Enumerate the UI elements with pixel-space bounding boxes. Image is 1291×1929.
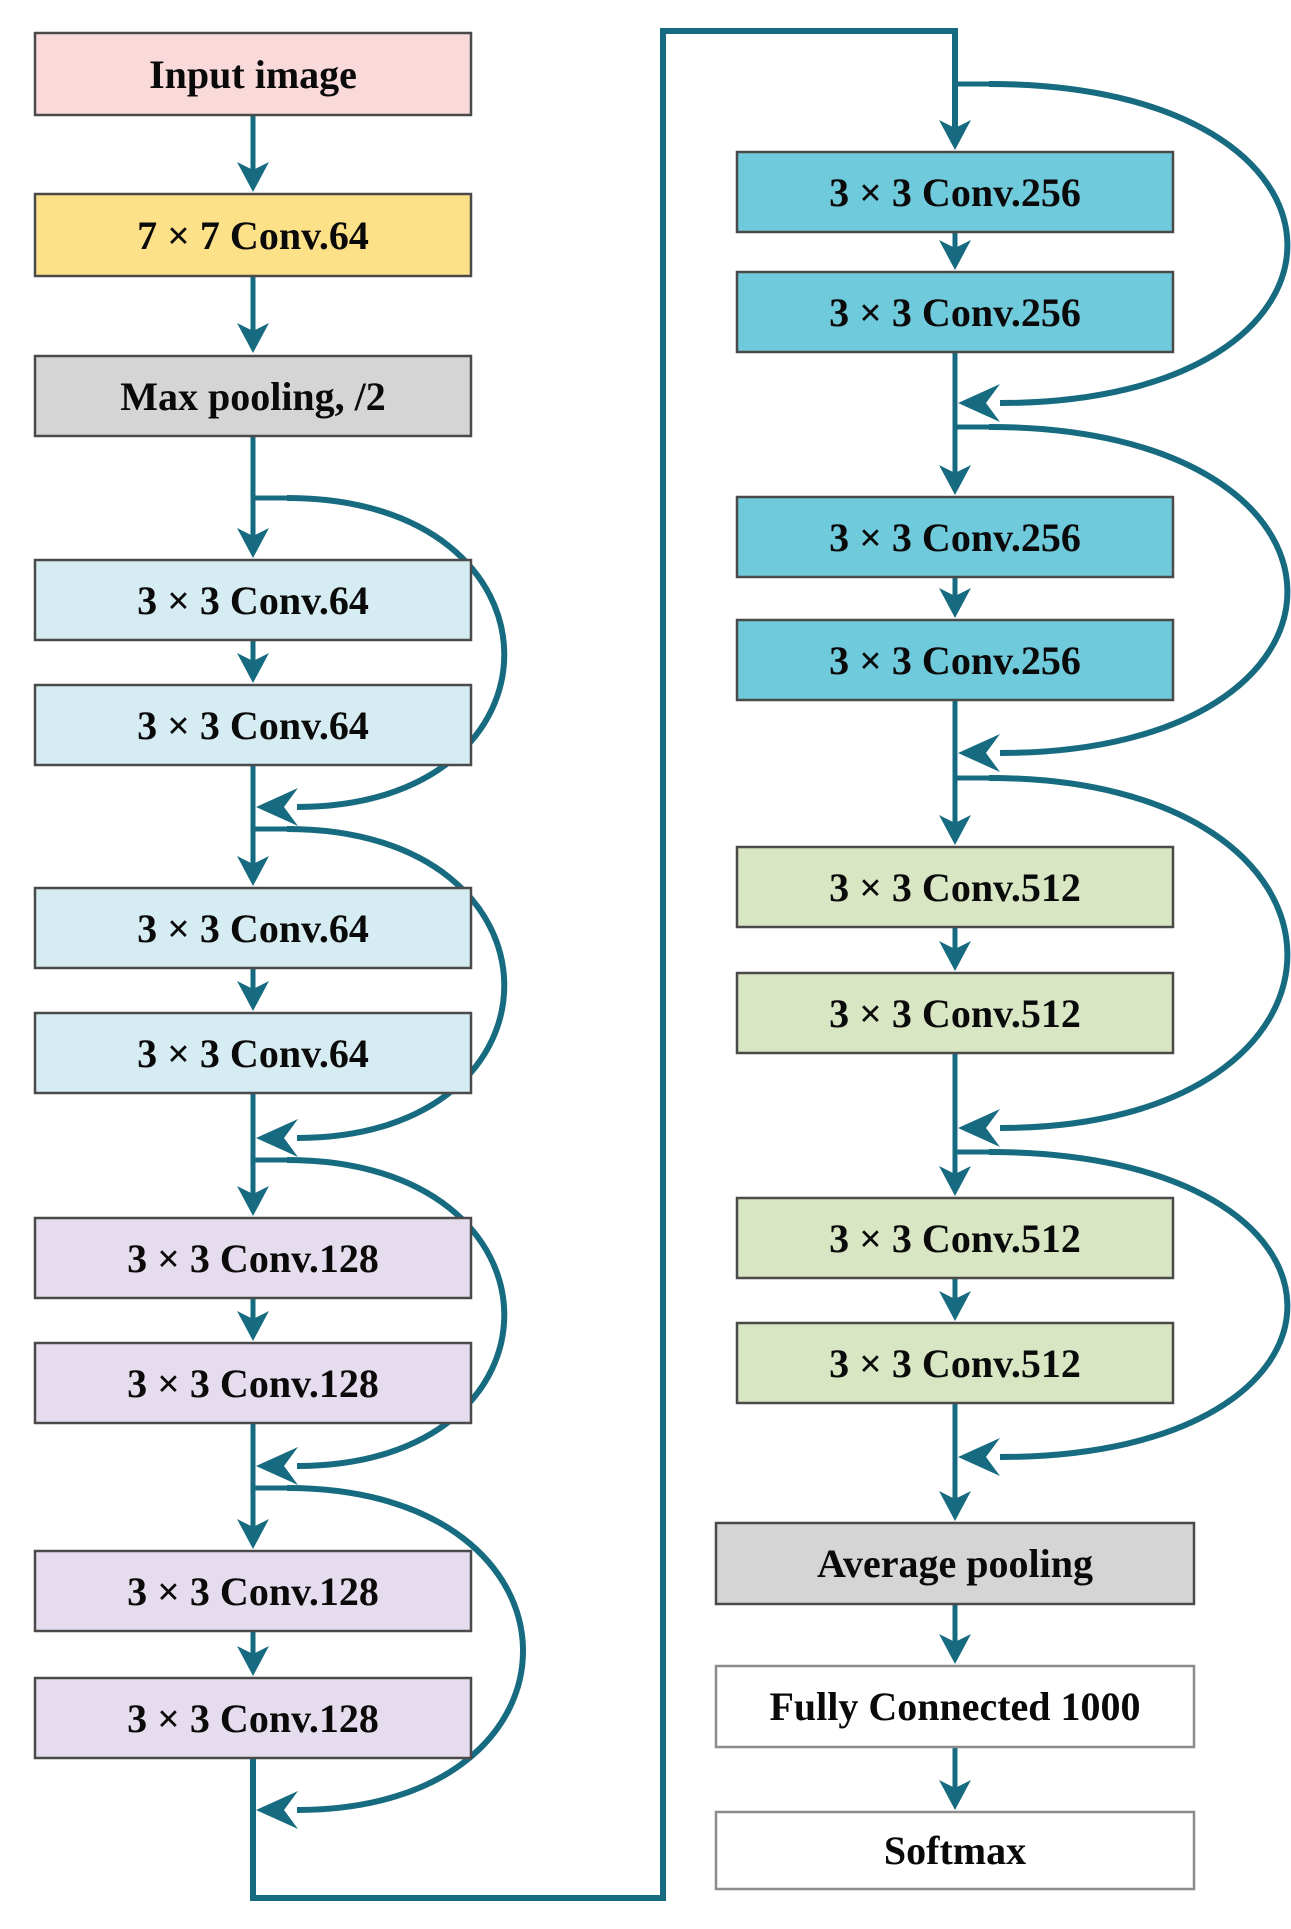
node-average-pooling (714, 1521, 1196, 1606)
node-label: Max pooling, /2 (120, 374, 386, 419)
node-label: Average pooling (817, 1541, 1093, 1586)
down-arrowhead (939, 465, 971, 495)
skip-connection-arc (286, 495, 508, 810)
down-arrowhead (939, 120, 971, 150)
node-label: 3 × 3 Conv.64 (137, 1031, 369, 1076)
down-arrowhead (237, 1186, 269, 1216)
down-arrowhead (939, 815, 971, 845)
node-conv64-1 (33, 558, 473, 642)
merge-arrowhead (958, 734, 1000, 772)
node-label: 3 × 3 Conv.256 (829, 290, 1081, 335)
down-arrowhead (237, 162, 269, 192)
column-connector-line (250, 28, 958, 1901)
node-label: Input image (149, 52, 357, 97)
merge-arrowhead (958, 1438, 1000, 1476)
node-label: 7 × 7 Conv.64 (137, 213, 369, 258)
down-arrowhead (237, 1311, 269, 1341)
node-label: Softmax (884, 1828, 1026, 1873)
down-arrowhead (237, 856, 269, 886)
skip-connection-arc (286, 1157, 508, 1469)
node-conv128-2 (33, 1341, 473, 1425)
node-softmax (714, 1810, 1196, 1891)
node-conv64-3 (33, 886, 473, 970)
node-label: 3 × 3 Conv.64 (137, 703, 369, 748)
node-conv256-4 (735, 618, 1175, 702)
node-label: 3 × 3 Conv.128 (127, 1236, 379, 1281)
node-conv512-4 (735, 1321, 1175, 1405)
node-conv128-4 (33, 1676, 473, 1760)
node-conv256-3 (735, 495, 1175, 579)
node-conv256-1 (735, 150, 1175, 234)
node-conv7x7-64 (33, 192, 473, 278)
node-label: 3 × 3 Conv.256 (829, 638, 1081, 683)
down-arrowhead (939, 1491, 971, 1521)
arrow-heads (237, 120, 1000, 1829)
node-label: 3 × 3 Conv.256 (829, 515, 1081, 560)
down-arrowhead (939, 588, 971, 618)
down-arrowhead (237, 1646, 269, 1676)
node-max-pooling (33, 354, 473, 438)
skip-connection-arc (988, 424, 1291, 756)
node-conv128-1 (33, 1216, 473, 1300)
down-arrowhead (237, 981, 269, 1011)
node-label: 3 × 3 Conv.64 (137, 906, 369, 951)
skip-connection-arc (988, 81, 1291, 406)
node-label: 3 × 3 Conv.512 (829, 991, 1081, 1036)
node-conv128-3 (33, 1549, 473, 1633)
node-label: 3 × 3 Conv.128 (127, 1569, 379, 1614)
node-label: 3 × 3 Conv.512 (829, 1341, 1081, 1386)
node-conv256-2 (735, 270, 1175, 354)
down-arrowhead (237, 323, 269, 353)
skip-connection-arc (988, 1149, 1291, 1460)
skip-connection-arc (286, 1485, 526, 1813)
merge-arrowhead (256, 1119, 298, 1157)
node-label: 3 × 3 Conv.64 (137, 578, 369, 623)
node-labels: Input image 7 × 7 Conv.64 Max pooling, /… (120, 52, 1140, 1873)
node-label: 3 × 3 Conv.512 (829, 865, 1081, 910)
node-conv64-4 (33, 1011, 473, 1095)
node-label: 3 × 3 Conv.128 (127, 1696, 379, 1741)
merge-arrowhead (958, 384, 1000, 422)
merge-arrowhead (256, 788, 298, 826)
node-fully-connected (714, 1664, 1196, 1749)
node-label: Fully Connected 1000 (769, 1684, 1140, 1729)
node-conv64-2 (33, 683, 473, 767)
down-arrowhead (939, 941, 971, 971)
skip-connection-arc (988, 775, 1291, 1131)
skip-connection-arc (286, 826, 508, 1141)
merge-arrowhead (256, 1447, 298, 1485)
node-input-image (33, 31, 473, 117)
node-label: 3 × 3 Conv.128 (127, 1361, 379, 1406)
flow-lines (250, 28, 1291, 1901)
node-conv512-3 (735, 1196, 1175, 1280)
down-arrowhead (939, 240, 971, 270)
down-arrowhead (237, 653, 269, 683)
merge-arrowhead (958, 1109, 1000, 1147)
node-conv512-2 (735, 971, 1175, 1055)
down-arrowhead (237, 1519, 269, 1549)
node-label: 3 × 3 Conv.512 (829, 1216, 1081, 1261)
merge-arrowhead (256, 1791, 298, 1829)
down-arrowhead (939, 1634, 971, 1664)
down-arrowhead (237, 528, 269, 558)
down-arrowhead (939, 1291, 971, 1321)
node-conv512-1 (735, 845, 1175, 929)
down-arrowhead (939, 1166, 971, 1196)
node-label: 3 × 3 Conv.256 (829, 170, 1081, 215)
down-arrowhead (939, 1780, 971, 1810)
